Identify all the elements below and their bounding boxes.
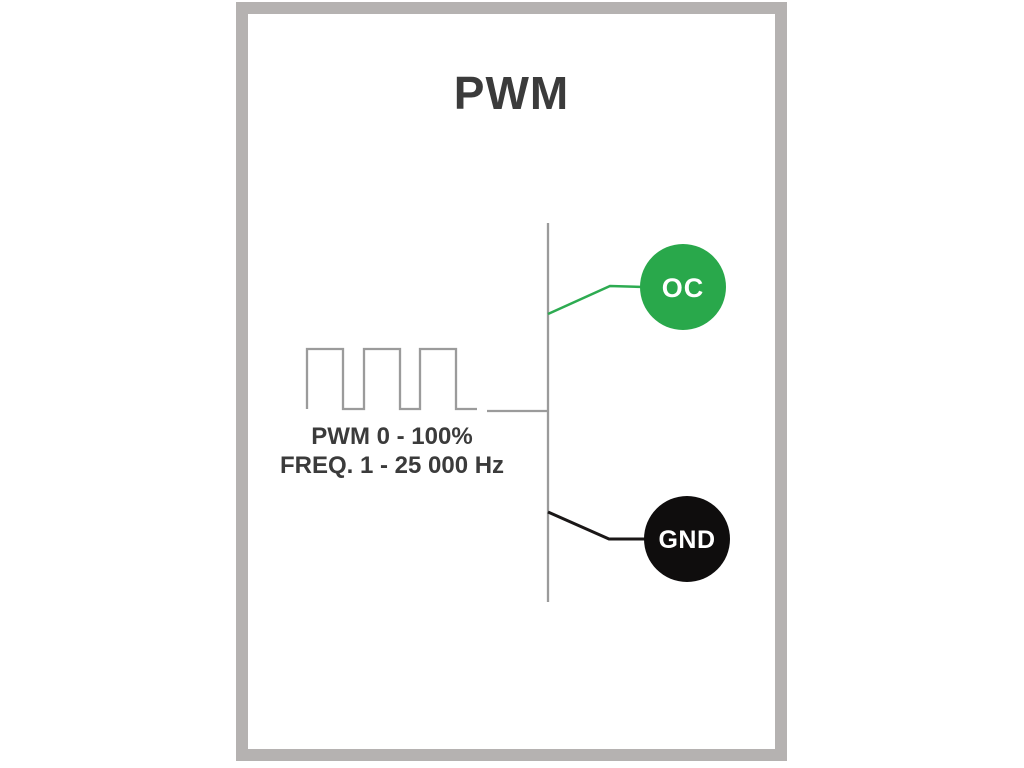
signal-caption: PWM 0 - 100% FREQ. 1 - 25 000 Hz xyxy=(242,422,542,480)
oc-terminal xyxy=(640,244,726,330)
caption-pwm-range: PWM 0 - 100% xyxy=(311,423,473,450)
caption-freq-range: FREQ. 1 - 25 000 Hz xyxy=(279,452,505,479)
page-title: PWM xyxy=(453,67,570,119)
page-frame xyxy=(236,2,787,761)
gnd-terminal xyxy=(644,496,730,582)
square-wave-icon xyxy=(305,347,477,411)
oc-terminal-label: OC xyxy=(662,273,705,303)
oc-wire xyxy=(547,284,645,316)
gnd-terminal-label: GND xyxy=(658,526,715,554)
gnd-wire xyxy=(547,510,646,541)
